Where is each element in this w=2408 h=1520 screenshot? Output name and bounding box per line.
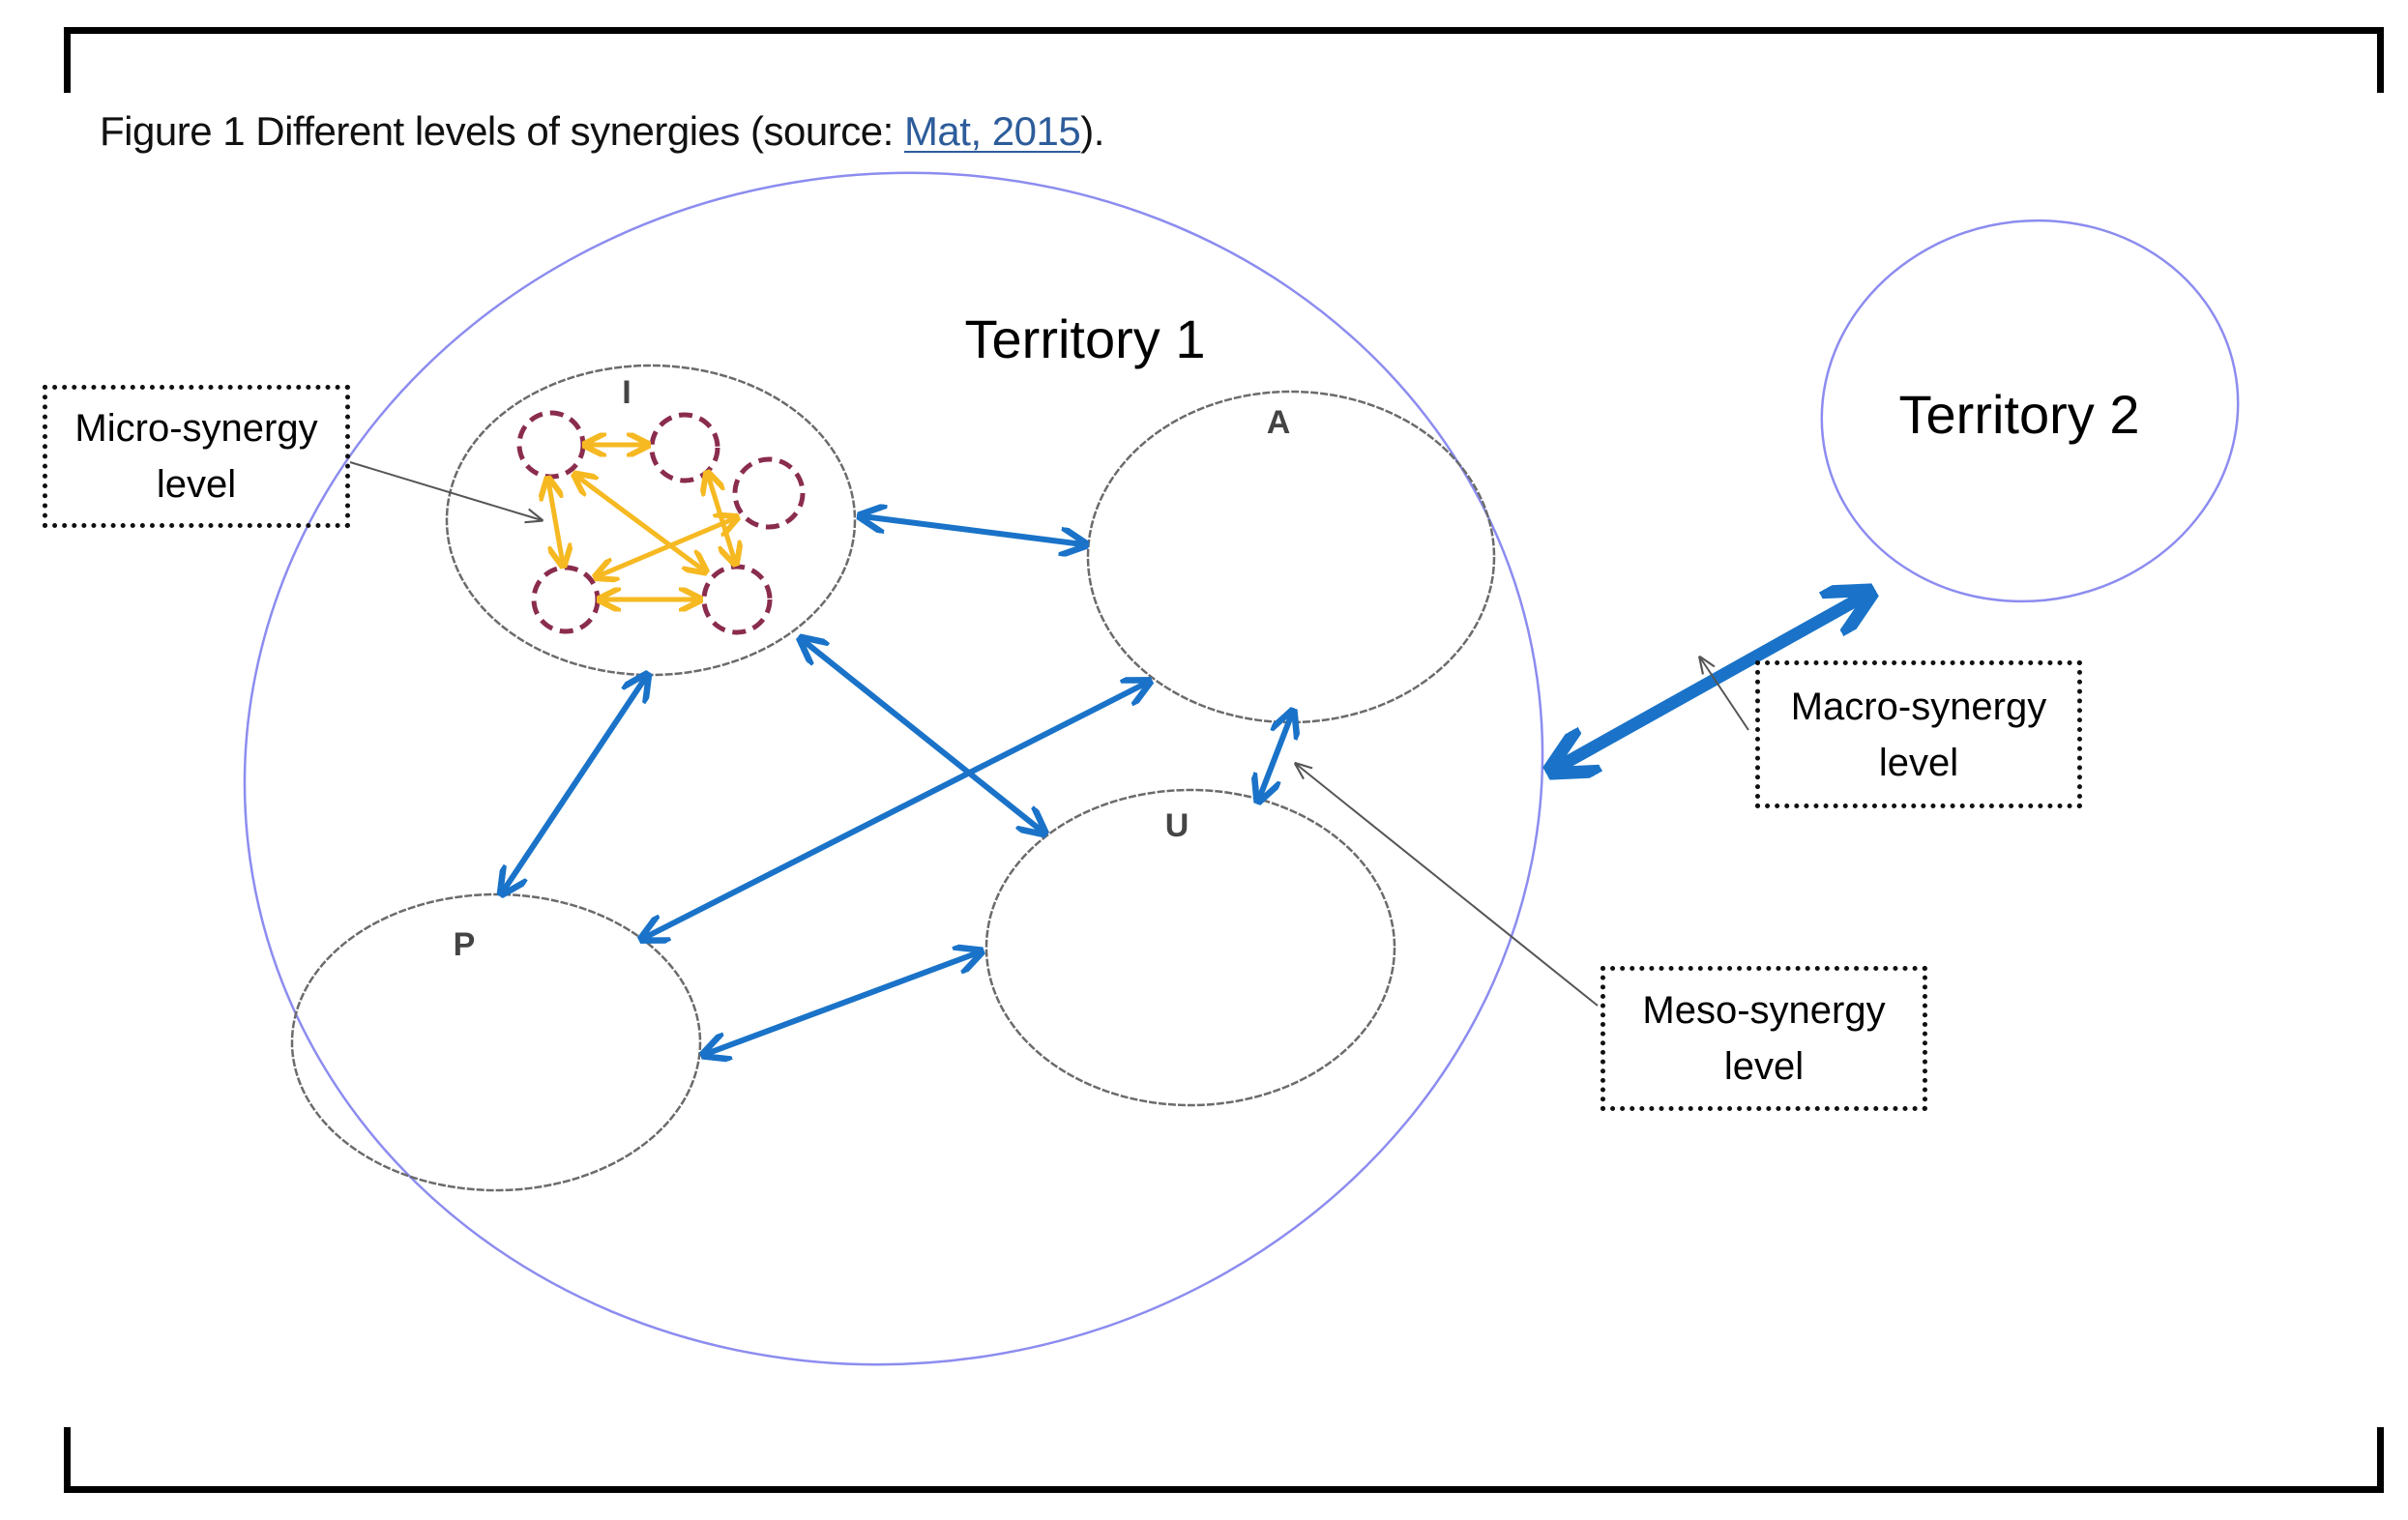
frame-top-border [64, 27, 2384, 34]
node-p-label: P [454, 926, 476, 963]
meso-arrow-i-u [803, 640, 1042, 832]
meso-arrow-a-p [644, 683, 1147, 938]
node-u-label: U [1165, 807, 1189, 844]
frame-bottom-right-tick [2377, 1427, 2384, 1493]
territory-2-outline [1820, 219, 2240, 603]
micro-arrow [598, 518, 735, 576]
micro-callout-line2: level [156, 463, 237, 506]
frame-bottom-left-tick [64, 1427, 71, 1493]
meso-arrow-i-p [503, 677, 646, 892]
micro-callout-pointer [349, 461, 542, 520]
caption-text: Figure 1 Different levels of synergies (… [100, 108, 904, 154]
node-p-outline [290, 892, 702, 1192]
macro-synergy-arrow [1555, 595, 1866, 769]
meso-synergy-arrows [503, 516, 1292, 1054]
micro-callout-line1: Micro-synergy [74, 407, 318, 450]
meso-synergy-callout: Meso-synergy level [1600, 966, 1927, 1111]
source-link[interactable]: Mat, 2015 [903, 108, 1081, 154]
meso-arrow-p-u [706, 952, 979, 1054]
micro-actor [732, 456, 806, 530]
meso-arrow-i-a [863, 516, 1083, 544]
macro-callout-pointer [1700, 658, 1749, 731]
caption-suffix: ). [1080, 108, 1104, 154]
micro-arrow [548, 481, 563, 564]
meso-callout-line2: level [1723, 1045, 1805, 1088]
figure-caption: Figure 1 Different levels of synergies (… [100, 108, 1104, 155]
node-a-label: A [1267, 404, 1291, 441]
micro-synergy-arrows [548, 445, 735, 599]
micro-actor [516, 410, 586, 480]
node-u-outline [984, 788, 1396, 1107]
macro-callout-line1: Macro-synergy [1790, 685, 2047, 728]
frame-top-left-tick [64, 27, 71, 93]
micro-actor [649, 412, 720, 483]
micro-actor [531, 565, 601, 634]
micro-synergy-callout: Micro-synergy level [43, 385, 350, 528]
micro-actor [701, 564, 773, 635]
meso-callout-pointer [1296, 764, 1599, 1007]
node-i-outline [445, 364, 857, 677]
macro-callout-line2: level [1878, 741, 1959, 784]
node-a-outline [1086, 390, 1496, 724]
meso-arrow-a-u [1259, 714, 1292, 799]
territory-1-outline [243, 171, 1544, 1366]
meso-callout-line1: Meso-synergy [1642, 989, 1886, 1032]
frame-bottom-border [64, 1486, 2384, 1493]
macro-synergy-callout: Macro-synergy level [1755, 660, 2082, 808]
territory-1-label: Territory 1 [965, 308, 1206, 369]
territory-2-label: Territory 2 [1899, 384, 2140, 445]
frame-top-right-tick [2377, 27, 2384, 93]
node-i-label: I [622, 374, 631, 411]
